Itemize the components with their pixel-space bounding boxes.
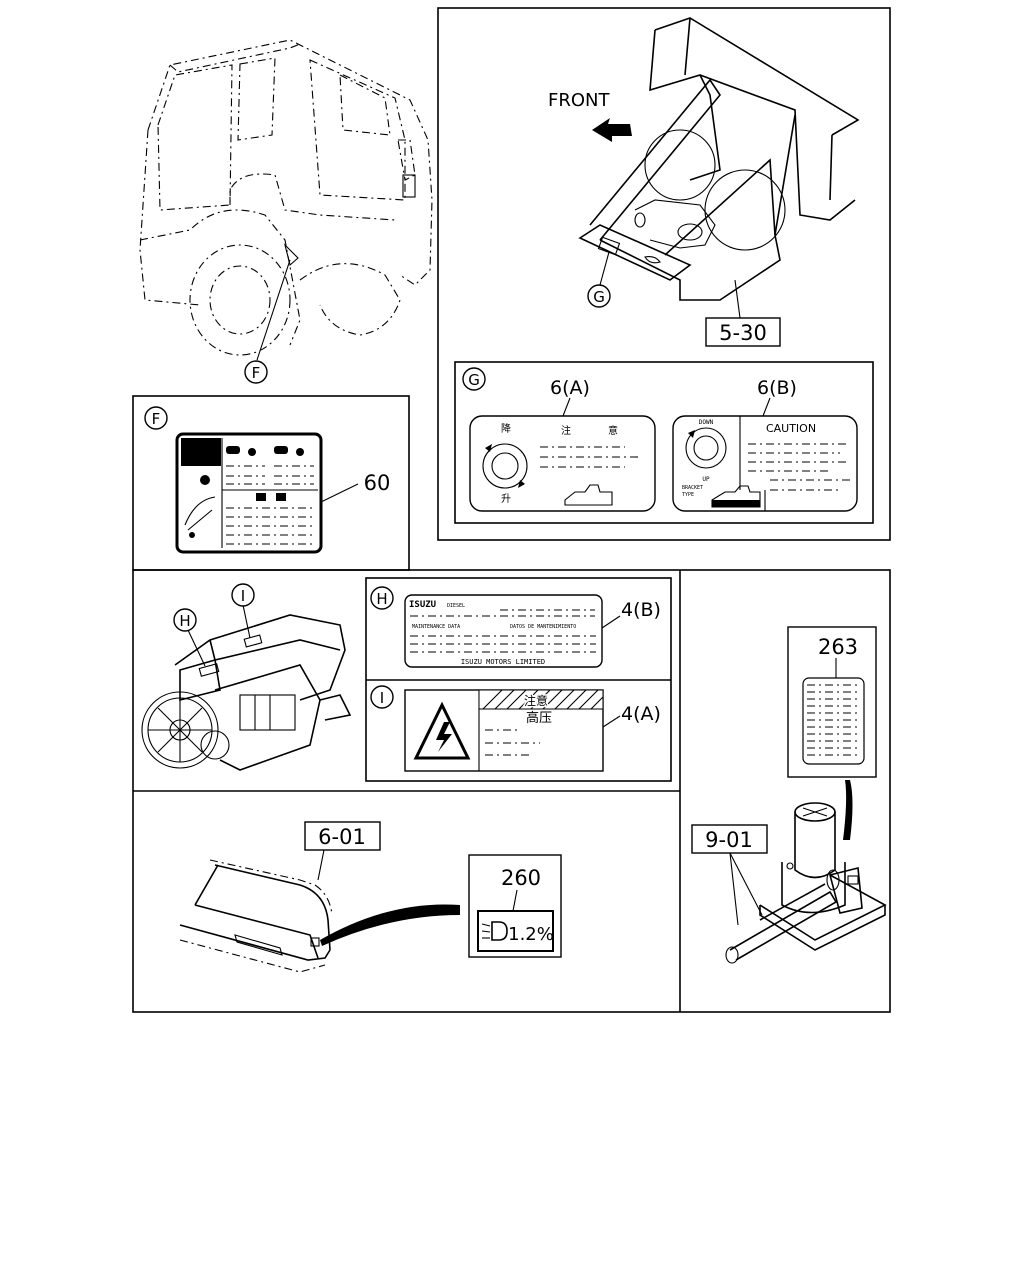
decal-4a-hv: 高压 [526, 710, 552, 726]
truck-cab-illustration [139, 39, 433, 361]
part-4a-label: 4(A) [621, 703, 661, 725]
callout-h-circle [173, 608, 197, 632]
decal-4b-maker: ISUZU MOTORS LIMITED [461, 658, 545, 666]
callout-f-circle [244, 360, 268, 384]
decal-6a-char1: 降 [501, 422, 511, 435]
headlamp-icon [491, 921, 508, 941]
part-6-01-label: 6-01 [318, 825, 366, 849]
part-6-01-box [304, 821, 381, 851]
callout-g-circle [587, 284, 611, 308]
callout-f-circle-2 [144, 406, 168, 430]
decal-6a-char3: 意 [608, 424, 618, 437]
callout-i-circle [231, 583, 255, 607]
callout-g-panel: G [468, 371, 480, 389]
front-label: FRONT [548, 90, 610, 111]
decal-4a: 注意 高压 [404, 689, 604, 772]
decal-260-panel: 260 1.2% [468, 854, 562, 958]
bumper-illustration [179, 859, 460, 973]
decal-260-value: 1.2% [508, 924, 554, 945]
decal-6a-char2: 注 [561, 424, 571, 437]
part-9-01-label: 9-01 [705, 828, 753, 852]
callout-h-engine: H [179, 612, 190, 630]
part-5-30-box [705, 317, 781, 347]
callout-h-circle-2 [370, 586, 394, 610]
decal-4b-brand: ISUZU [409, 600, 436, 610]
callout-f-panel: F [152, 410, 161, 428]
decal-60 [175, 432, 323, 554]
part-6b-label: 6(B) [757, 377, 797, 399]
decal-263-panel: 263 [787, 626, 877, 778]
decal-6b-type: TYPE [682, 492, 694, 498]
callout-h-panel: H [376, 590, 387, 608]
decal-6b-up: UP [702, 476, 710, 483]
decal-6b-bracket: BRACKET [682, 485, 703, 491]
decal-6a: 降 注 意 升 [469, 415, 656, 512]
part-263-label: 263 [818, 635, 858, 659]
part-6a-label: 6(A) [550, 377, 590, 399]
part-9-01-box [691, 824, 768, 854]
bottle-jack-illustration [725, 780, 887, 964]
jack-bracket-illustration: FRONT [548, 17, 860, 319]
decal-4b-datos: DATOS DE MANTENIMIENTO [510, 624, 576, 630]
callout-i-engine: I [241, 587, 245, 605]
part-60-label: 60 [364, 471, 391, 495]
callout-i-circle-2 [370, 685, 394, 709]
callout-g-circle-2 [462, 367, 486, 391]
panel-frame-jack-bracket [437, 7, 891, 541]
decal-4a-warn: 注意 [524, 693, 548, 708]
lightning-icon [436, 722, 452, 752]
decal-6b-caution: CAUTION [766, 422, 816, 435]
decal-6a-char4: 升 [501, 493, 511, 505]
callout-g-top: G [593, 288, 605, 306]
decal-4b: ISUZU DIESEL MAINTENANCE DATA DATOS DE M… [404, 594, 603, 668]
panel-frame-g [454, 361, 874, 524]
engine-illustration [141, 604, 352, 771]
part-4b-label: 4(B) [621, 599, 661, 621]
front-arrow-icon [592, 118, 632, 142]
decal-6b-down: DOWN [699, 419, 714, 426]
decal-4b-maint: MAINTENANCE DATA [412, 624, 460, 630]
decal-4b-diesel: DIESEL [447, 603, 465, 609]
part-260-label: 260 [501, 866, 541, 890]
callout-f: F [252, 364, 261, 382]
callout-i-panel: I [380, 689, 384, 707]
decal-6b: DOWN UP BRACKET TYPE CAUTION [672, 415, 858, 512]
part-5-30-label: 5-30 [719, 321, 767, 345]
